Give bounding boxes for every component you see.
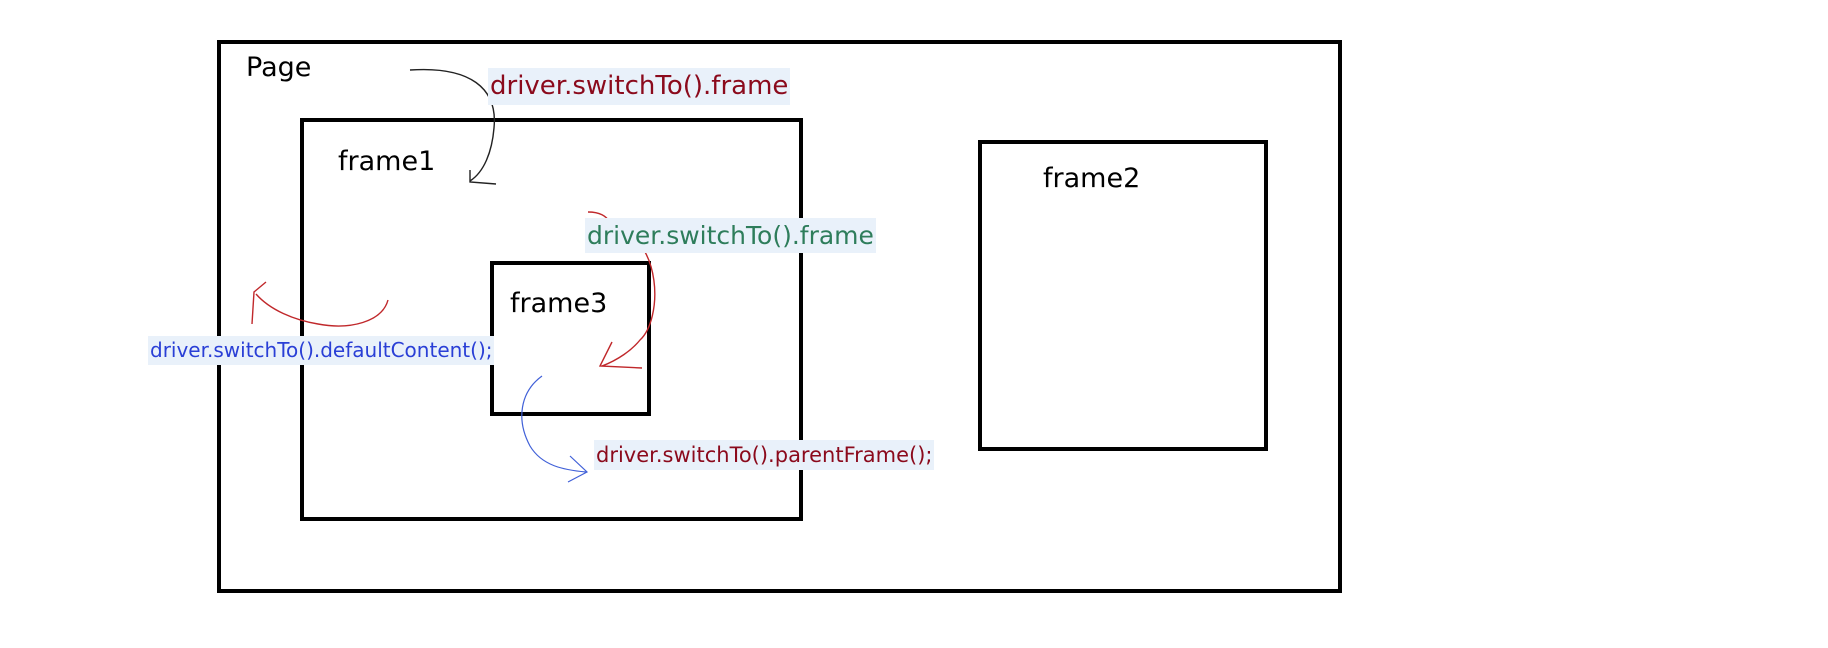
page-label: Page	[246, 52, 312, 83]
switch-to-frame-inner-label: driver.switchTo().frame	[585, 218, 876, 254]
page-box	[217, 40, 1342, 593]
parent-frame-label: driver.switchTo().parentFrame();	[594, 440, 935, 471]
frame2-box	[978, 140, 1268, 451]
frame1-label: frame1	[338, 146, 436, 177]
frame3-box	[490, 261, 651, 416]
default-content-label: driver.switchTo().defaultContent();	[148, 336, 495, 365]
switch-to-frame-outer-label: driver.switchTo().frame	[488, 68, 791, 105]
frame2-label: frame2	[1043, 163, 1141, 194]
frame3-label: frame3	[510, 288, 608, 319]
